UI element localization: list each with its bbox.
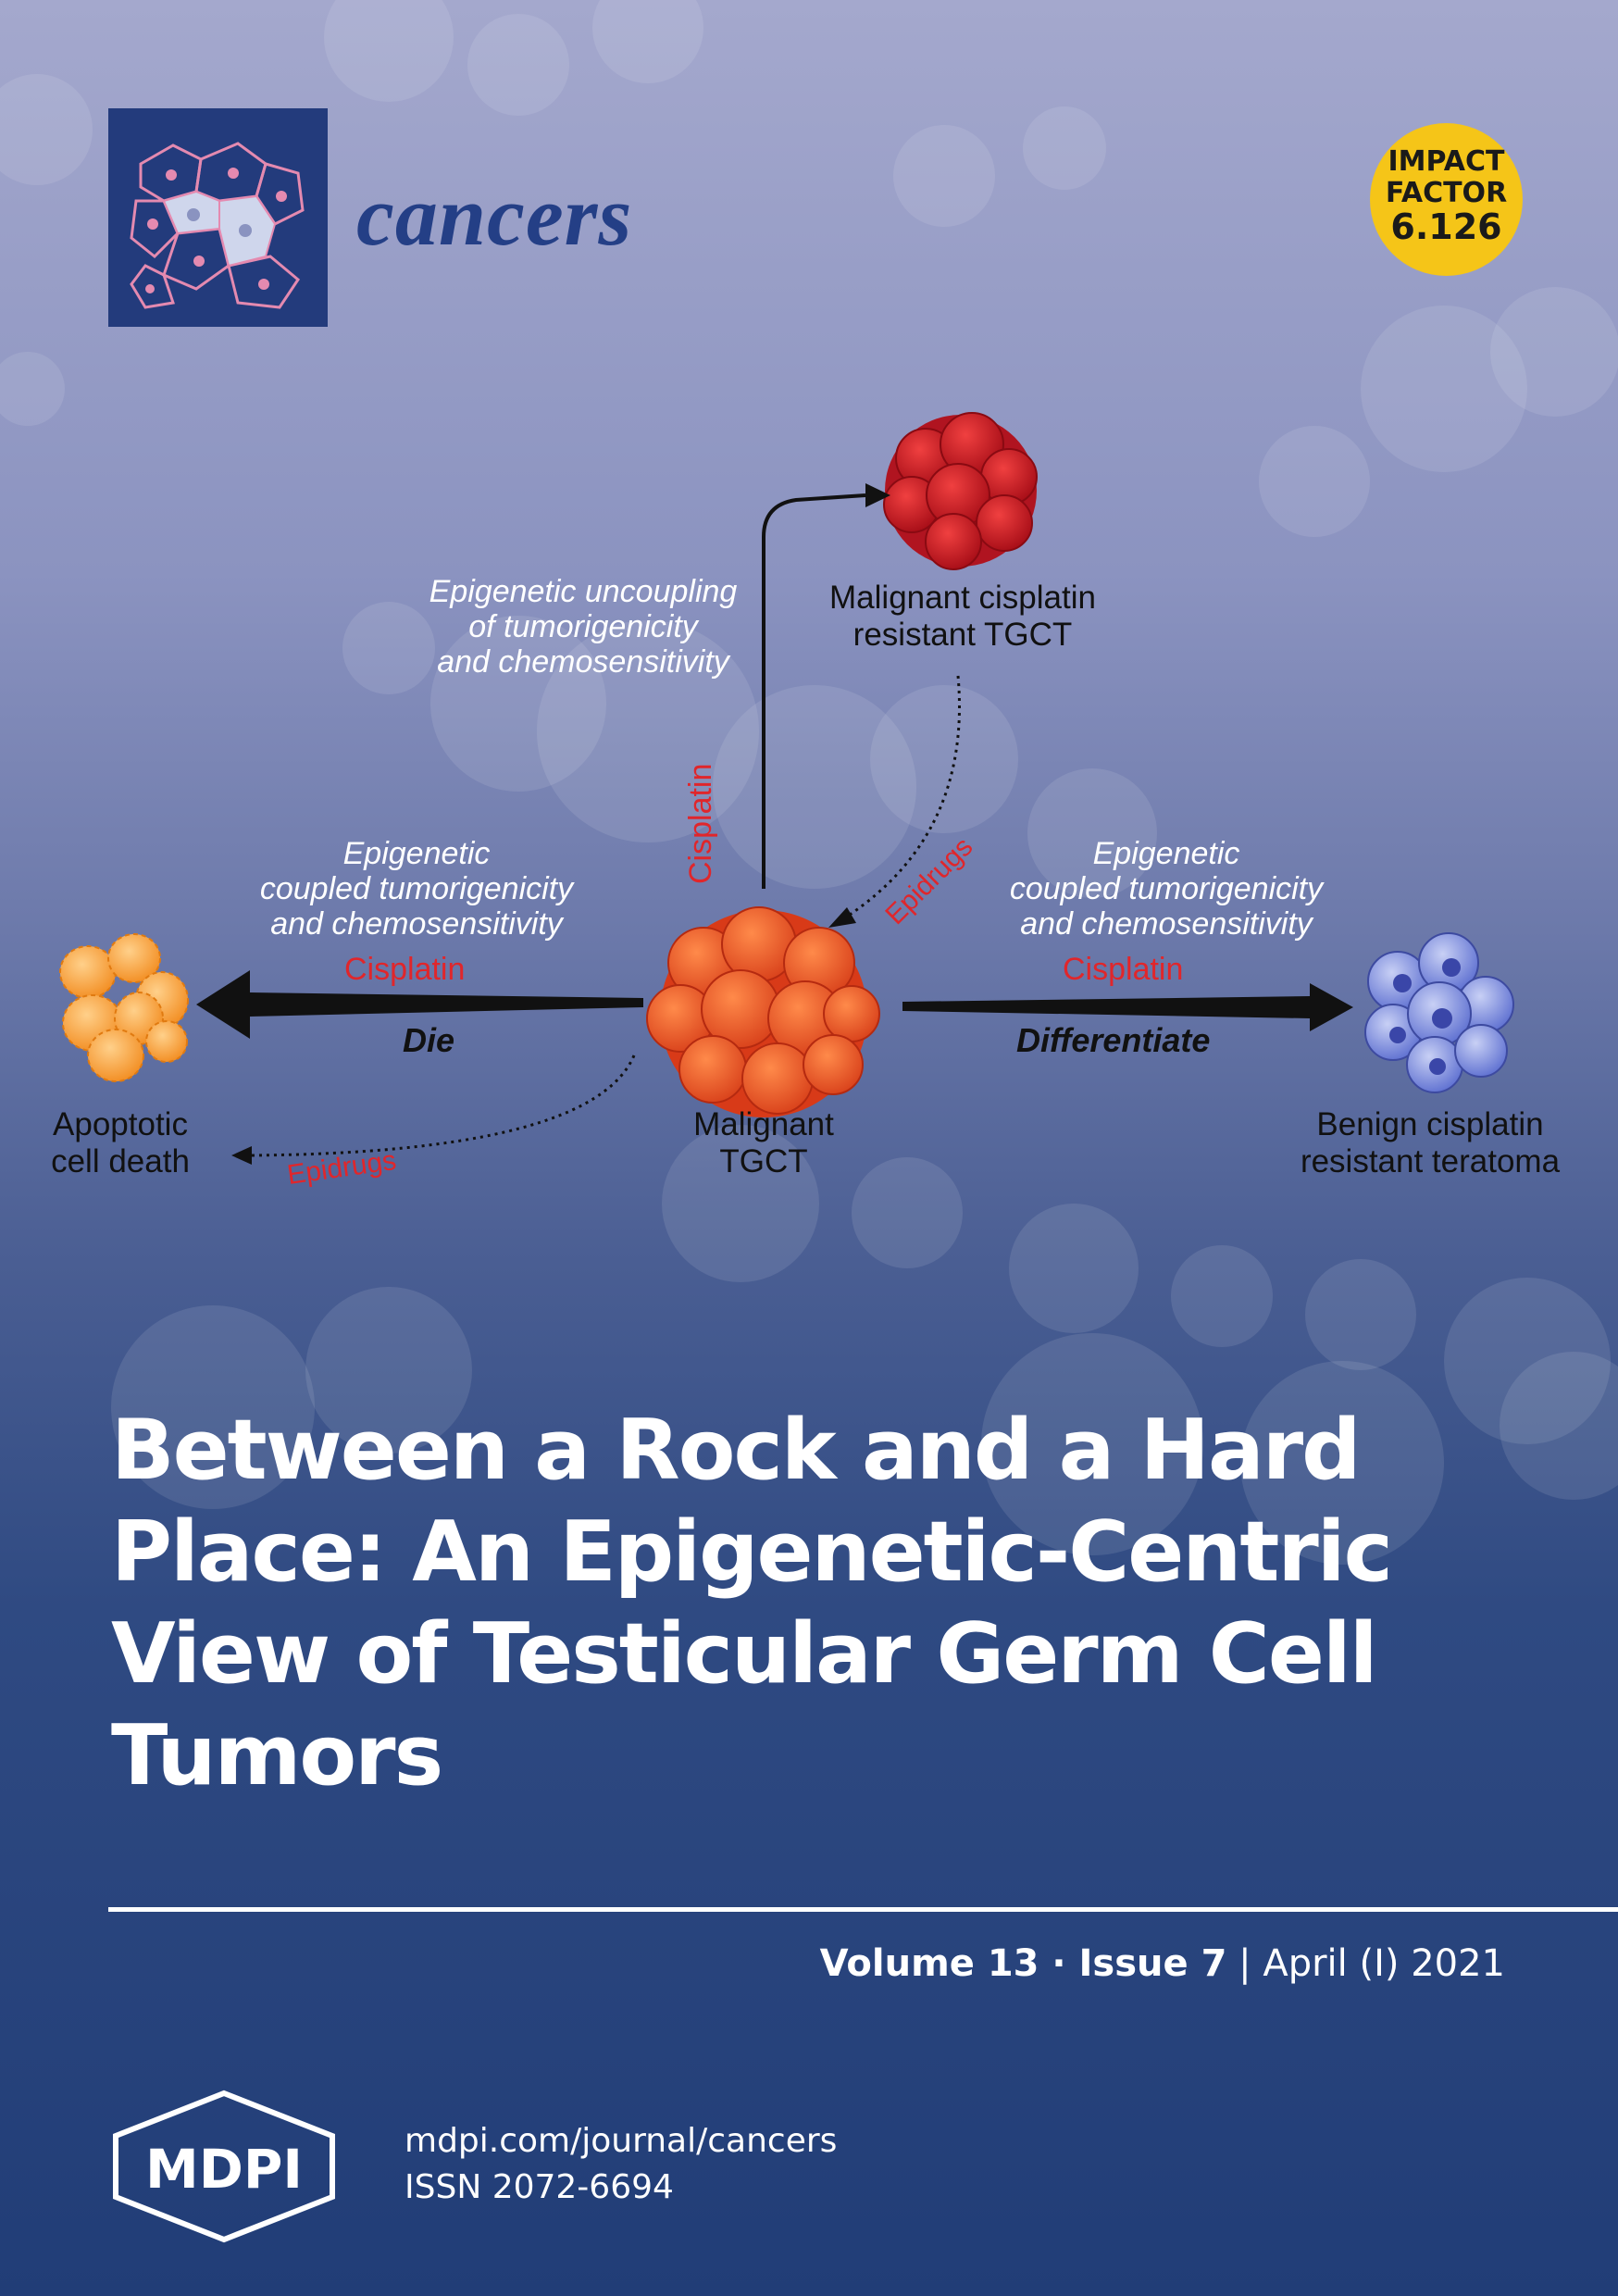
mdpi-logo-text: MDPI: [145, 2138, 303, 2201]
die-arrow: [196, 970, 643, 1039]
malignant-line1: Malignant: [693, 1106, 834, 1142]
right-cisplatin-label: Cisplatin: [1063, 952, 1184, 987]
epidrugs-left-dotted-arrow: [231, 1054, 636, 1165]
die-label: Die: [403, 1021, 455, 1059]
volume-label: Volume 13: [819, 1942, 1039, 1985]
journal-logo: [108, 108, 328, 327]
title-line4: Tumors: [111, 1707, 443, 1804]
left-coupled-line1: Epigenetic: [342, 836, 491, 871]
apoptotic-cells-icon: [59, 933, 189, 1082]
benign-line2: resistant teratoma: [1300, 1143, 1561, 1179]
left-coupled-line2: coupled tumorigenicity: [259, 871, 574, 906]
impact-factor-line1: IMPACT: [1388, 145, 1505, 178]
resistant-tgct-label: Malignant cisplatin resistant TGCT: [787, 580, 1139, 654]
malignant-tgct-icon: [646, 906, 880, 1117]
uncoupling-line3: and chemosensitivity: [437, 644, 729, 680]
issue-separator: ·: [1039, 1942, 1079, 1985]
apoptotic-label: Apoptotic cell death: [19, 1106, 222, 1180]
mdpi-logo: MDPI: [108, 2088, 340, 2250]
right-coupled-line2: coupled tumorigenicity: [1009, 871, 1324, 906]
date-separator: |: [1226, 1942, 1263, 1985]
benign-teratoma-label: Benign cisplatin resistant teratoma: [1268, 1106, 1592, 1180]
title-line3: View of Testicular Germ Cell: [111, 1605, 1378, 1703]
cisplatin-vertical-label: Cisplatin: [683, 763, 718, 884]
resistant-tgct-icon: [883, 412, 1038, 570]
right-coupled-line3: and chemosensitivity: [1020, 906, 1313, 942]
tgct-diagram: [59, 412, 1514, 1165]
left-coupled-label: Epigenetic coupled tumorigenicity and ch…: [222, 836, 611, 942]
differentiate-arrow: [902, 983, 1353, 1031]
malignant-line2: TGCT: [719, 1143, 808, 1179]
benign-line1: Benign cisplatin: [1316, 1106, 1544, 1142]
article-title: Between a Rock and a Hard Place: An Epig…: [111, 1400, 1555, 1807]
journal-name: cancers: [356, 168, 633, 263]
issue-label: Issue 7: [1078, 1942, 1227, 1985]
teratoma-cells-icon: [1364, 932, 1514, 1093]
right-coupled-label: Epigenetic coupled tumorigenicity and ch…: [972, 836, 1361, 942]
journal-url[interactable]: mdpi.com/journal/cancers: [404, 2122, 838, 2160]
issue-date: April (I) 2021: [1263, 1942, 1505, 1985]
publisher-info: mdpi.com/journal/cancers ISSN 2072-6694: [404, 2118, 837, 2211]
uncoupling-line1: Epigenetic uncoupling: [429, 574, 738, 609]
title-line1: Between a Rock and a Hard: [111, 1402, 1362, 1499]
issue-info: Volume 13 · Issue 7 | April (I) 2021: [820, 1942, 1505, 1985]
issn: ISSN 2072-6694: [404, 2168, 674, 2206]
apoptotic-line1: Apoptotic: [53, 1106, 188, 1142]
left-coupled-line3: and chemosensitivity: [270, 906, 563, 942]
differentiate-label: Differentiate: [1016, 1021, 1211, 1059]
resistant-label-line1: Malignant cisplatin: [829, 580, 1096, 616]
impact-factor-badge: IMPACT FACTOR 6.126: [1370, 123, 1523, 276]
cisplatin-up-arrow: [762, 483, 890, 889]
apoptotic-line2: cell death: [51, 1143, 190, 1179]
cells-logo-icon: [130, 142, 305, 309]
impact-factor-value: 6.126: [1390, 206, 1502, 247]
impact-factor-line2: FACTOR: [1385, 177, 1508, 209]
epidrugs-down-dotted-arrow: [828, 675, 961, 928]
uncoupling-label: Epigenetic uncoupling of tumorigenicity …: [389, 574, 778, 680]
right-coupled-line1: Epigenetic: [1092, 836, 1240, 871]
left-cisplatin-label: Cisplatin: [344, 952, 466, 987]
title-line2: Place: An Epigenetic-Centric: [111, 1504, 1393, 1601]
divider-rule: [108, 1907, 1618, 1912]
uncoupling-line2: of tumorigenicity: [468, 609, 698, 644]
resistant-label-line2: resistant TGCT: [853, 617, 1073, 653]
malignant-tgct-label: Malignant TGCT: [648, 1106, 879, 1180]
